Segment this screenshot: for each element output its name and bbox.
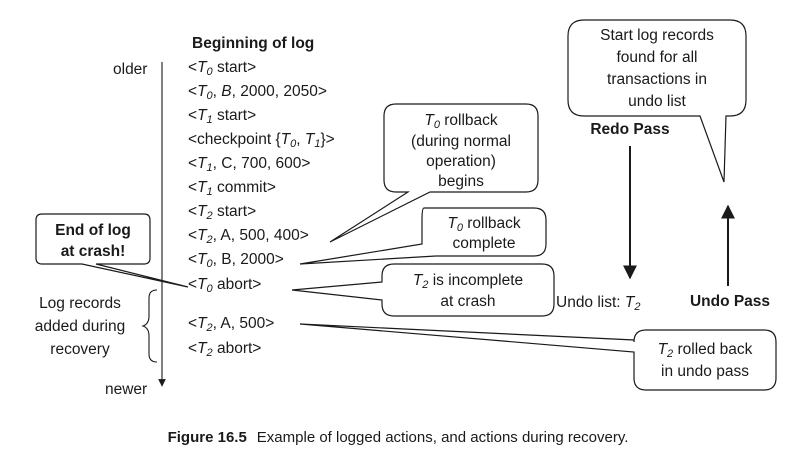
bubble-line: transactions in bbox=[607, 71, 707, 88]
t2-rolled-back-bubble bbox=[299, 323, 777, 391]
bubble-line: T2 rolled back bbox=[658, 341, 753, 360]
bubble-line: T0 rollback bbox=[424, 112, 498, 131]
t0-abort-record: <T0 abort> bbox=[188, 276, 261, 295]
bubble-line: operation) bbox=[426, 153, 496, 170]
bubble-line: (during normal bbox=[411, 133, 511, 150]
bubble-line: in undo pass bbox=[661, 363, 749, 380]
log-record: <T2, A, 500, 400> bbox=[188, 227, 309, 246]
start-log-records-bubble bbox=[567, 19, 747, 183]
log-heading: Beginning of log bbox=[192, 35, 314, 52]
checkpoint-record: <checkpoint {T0, T1}> bbox=[188, 131, 335, 150]
end-of-log-callout bbox=[35, 213, 189, 288]
log-record: <T2 start> bbox=[188, 203, 256, 222]
recovery-record: <T2, A, 500> bbox=[188, 315, 274, 334]
recovery-label-line: added during bbox=[35, 318, 126, 335]
older-label: older bbox=[113, 61, 147, 78]
undo-pass-label: Undo Pass bbox=[690, 293, 770, 310]
undo-list: Undo list: T2 bbox=[556, 294, 641, 313]
bubble-line: begins bbox=[438, 173, 484, 190]
log-record: <T0, B, 2000> bbox=[188, 251, 284, 270]
recovery-brace bbox=[141, 289, 158, 363]
t2-incomplete-bubble bbox=[291, 263, 555, 317]
end-of-log-line: at crash! bbox=[61, 243, 126, 260]
bubble-line: found for all bbox=[617, 49, 698, 66]
bubble-line: at crash bbox=[440, 293, 495, 310]
bubble-line: T0 rollback bbox=[447, 215, 521, 234]
recovery-label-line: Log records bbox=[39, 295, 121, 312]
t0-rollback-begins-bubble bbox=[329, 103, 539, 243]
log-record: <T1 start> bbox=[188, 107, 256, 126]
bubble-line: Start log records bbox=[600, 27, 714, 44]
newer-label: newer bbox=[105, 381, 147, 398]
redo-pass-label: Redo Pass bbox=[590, 121, 669, 138]
log-record: <T1 commit> bbox=[188, 179, 276, 198]
recovery-record: <T2 abort> bbox=[188, 340, 261, 359]
bubble-line: complete bbox=[453, 235, 516, 252]
log-record: <T0 start> bbox=[188, 59, 256, 78]
recovery-label-line: recovery bbox=[50, 341, 110, 358]
bubble-line: T2 is incomplete bbox=[413, 272, 523, 291]
bubble-line: undo list bbox=[628, 93, 686, 110]
log-record: <T0, B, 2000, 2050> bbox=[188, 83, 327, 102]
log-record: <T1, C, 700, 600> bbox=[188, 155, 310, 174]
t0-rollback-complete-bubble bbox=[299, 207, 547, 265]
end-of-log-line: End of log bbox=[55, 222, 131, 239]
